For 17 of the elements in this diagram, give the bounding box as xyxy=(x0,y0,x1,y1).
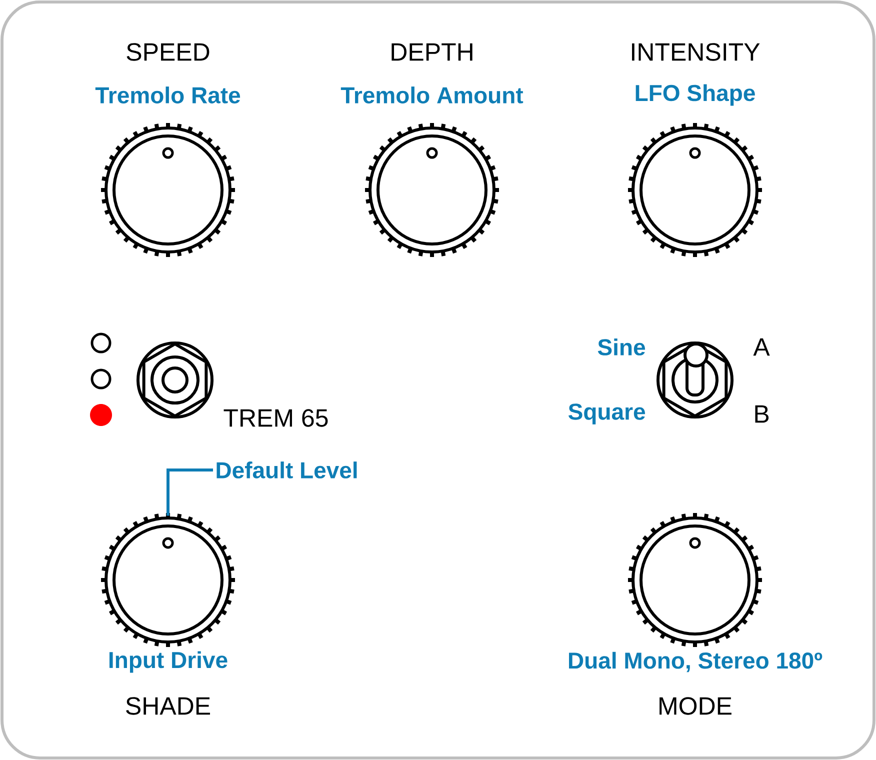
knob-function-label: Input Drive xyxy=(109,651,228,673)
knob-name: MODE xyxy=(660,697,732,715)
toggle-position-label: Square xyxy=(568,404,646,424)
toggle-position-label: Sine xyxy=(598,338,646,356)
footswitch-label: TREM 65 xyxy=(224,409,328,427)
callout-text: Default Level xyxy=(216,462,357,478)
switch-position-letter: A xyxy=(753,338,770,356)
knob-name: DEPTH xyxy=(392,43,472,61)
switch-position-letter: B xyxy=(755,405,769,423)
knob-function-label: Tremolo Rate xyxy=(95,86,240,104)
knob-function-label: LFO Shape xyxy=(636,84,755,106)
knob-name: SPEED xyxy=(126,43,210,61)
knob-function-label: Dual Mono, Stereo 180º xyxy=(569,652,822,672)
knob-name: SHADE xyxy=(126,697,210,715)
knob-function-label: Tremolo Amount xyxy=(340,86,524,104)
knob-name: INTENSITY xyxy=(632,43,760,61)
leader-line xyxy=(166,468,213,516)
